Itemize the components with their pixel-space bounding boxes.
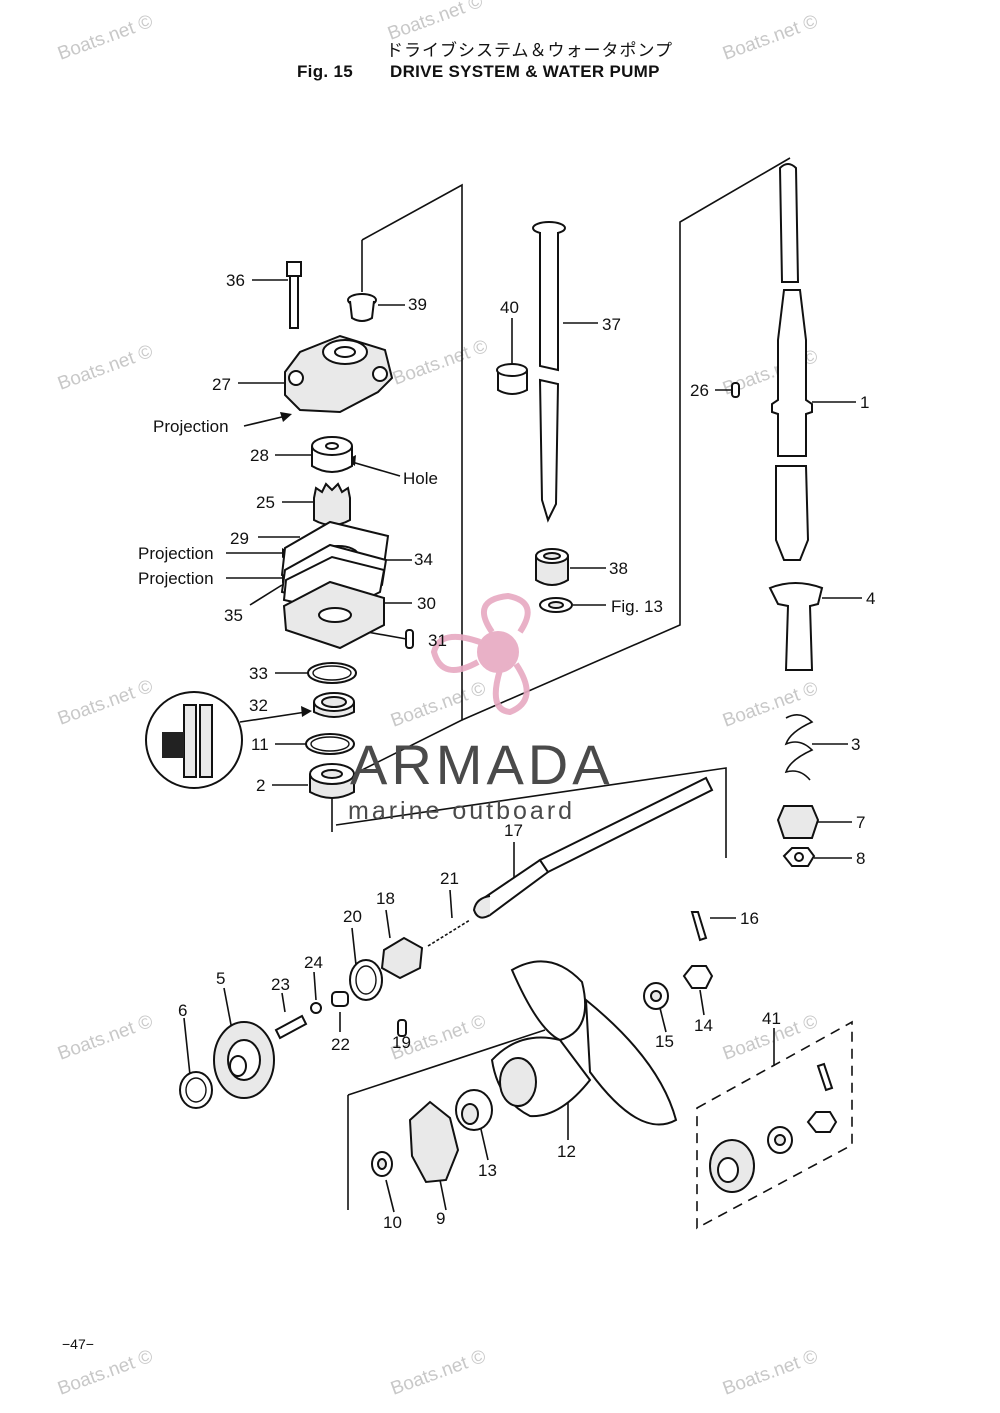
japanese-title: ドライブシステム＆ウォータポンプ — [386, 41, 673, 61]
part-label: 35 — [224, 606, 243, 625]
part-label: 21 — [440, 869, 459, 888]
part-label: 20 — [343, 907, 362, 926]
part-label: 29 — [230, 529, 249, 548]
part-label: 36 — [226, 271, 245, 290]
grouping-lines — [331, 157, 853, 1230]
water-tube-group — [496, 221, 573, 613]
part-label: 19 — [392, 1033, 411, 1052]
page-title: DRIVE SYSTEM & WATER PUMP — [390, 62, 660, 81]
part-label: 32 — [249, 696, 268, 715]
page-number: −47− — [62, 1336, 94, 1352]
part-label: 18 — [376, 889, 395, 908]
part-label: 9 — [436, 1209, 446, 1228]
part-label: 6 — [178, 1001, 188, 1020]
drive-shaft-group — [731, 163, 824, 867]
part-label: 30 — [417, 594, 436, 613]
part-label: 33 — [249, 664, 268, 683]
part-label: 8 — [856, 849, 866, 868]
part-label: 38 — [609, 559, 628, 578]
water-pump-group — [145, 261, 414, 799]
part-label: 25 — [256, 493, 275, 512]
part-label: 14 — [694, 1016, 713, 1035]
part-label: 27 — [212, 375, 231, 394]
part-label: 7 — [856, 813, 866, 832]
part-label: 40 — [500, 298, 519, 317]
callout-projection: Projection — [153, 417, 229, 436]
brand-tagline: marine outboard — [348, 797, 576, 825]
part-label: 5 — [216, 969, 226, 988]
part-label: 39 — [408, 295, 427, 314]
callout-projection: Projection — [138, 569, 214, 588]
part-label: 1 — [860, 393, 870, 412]
part-label: 34 — [414, 550, 433, 569]
figure-reference: Fig. 13 — [611, 597, 663, 616]
part-label: 22 — [331, 1035, 350, 1054]
part-label: 31 — [428, 631, 447, 650]
part-label: 10 — [383, 1213, 402, 1232]
propeller-shaft-group — [179, 776, 838, 1193]
part-label: 2 — [256, 776, 266, 795]
brand-name: ARMADA — [350, 733, 614, 796]
part-label: 12 — [557, 1142, 576, 1161]
part-label: 28 — [250, 446, 269, 465]
part-label: 17 — [504, 821, 523, 840]
armada-logo — [430, 592, 531, 716]
part-label: 24 — [304, 953, 323, 972]
part-label: 15 — [655, 1032, 674, 1051]
part-label: 4 — [866, 589, 876, 608]
part-label: 13 — [478, 1161, 497, 1180]
figure-number: Fig. 15 — [297, 62, 353, 81]
part-label: 37 — [602, 315, 621, 334]
callout-hole: Hole — [403, 469, 438, 488]
part-label: 3 — [851, 735, 861, 754]
leader-lines — [183, 240, 862, 1213]
part-label: 11 — [251, 735, 269, 754]
callout-projection: Projection — [138, 544, 214, 563]
part-label: 26 — [690, 381, 709, 400]
part-label: 16 — [740, 909, 759, 928]
part-label: 23 — [271, 975, 290, 994]
part-label: 41 — [762, 1009, 781, 1028]
